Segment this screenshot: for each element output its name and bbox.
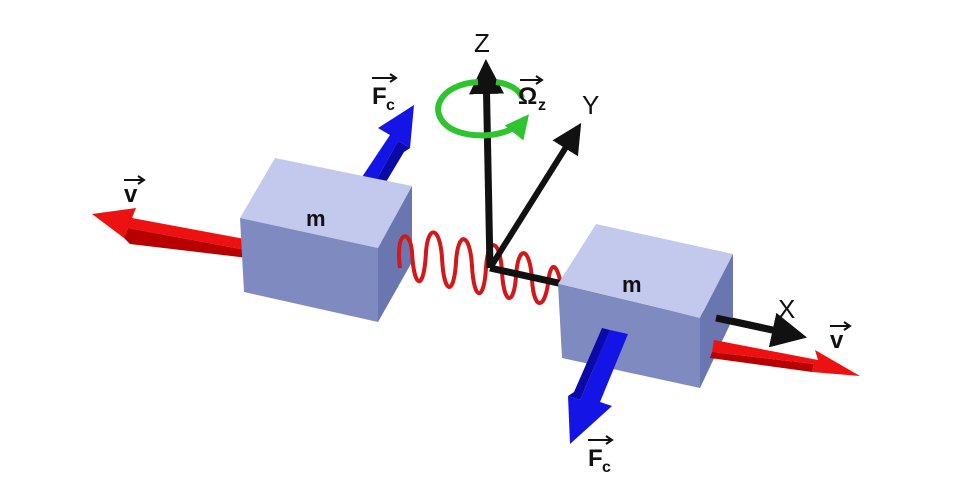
svg-text:z: z — [538, 97, 546, 114]
mass-label-left: m — [306, 206, 326, 231]
x-axis-label: X — [778, 294, 795, 324]
rotation-indicator — [435, 79, 530, 141]
force-label-upper: F c — [372, 73, 398, 114]
x-axis-tip — [715, 313, 807, 348]
force-arrow-upper — [360, 105, 414, 192]
z-axis-label: Z — [474, 28, 490, 58]
y-axis — [487, 122, 582, 270]
mass-block-right — [558, 224, 733, 388]
rotation-label: Ω z — [518, 75, 546, 114]
spring-coil — [397, 230, 562, 305]
velocity-label-left: v — [124, 175, 146, 208]
velocity-arrow-left — [92, 208, 250, 258]
z-axis — [469, 59, 505, 269]
svg-text:c: c — [386, 97, 395, 114]
svg-text:c: c — [602, 459, 611, 476]
svg-text:Ω: Ω — [518, 83, 537, 110]
svg-text:F: F — [588, 445, 603, 472]
force-label-lower: F c — [588, 435, 614, 476]
mass-block-left — [240, 158, 412, 322]
y-axis-label: Y — [582, 90, 599, 120]
velocity-arrow-right — [710, 340, 860, 376]
mass-label-right: m — [622, 272, 642, 297]
svg-text:v: v — [124, 181, 138, 208]
svg-text:F: F — [372, 83, 387, 110]
force-arrow-lower — [568, 328, 628, 444]
velocity-label-right: v — [830, 321, 852, 354]
svg-text:v: v — [830, 327, 844, 354]
